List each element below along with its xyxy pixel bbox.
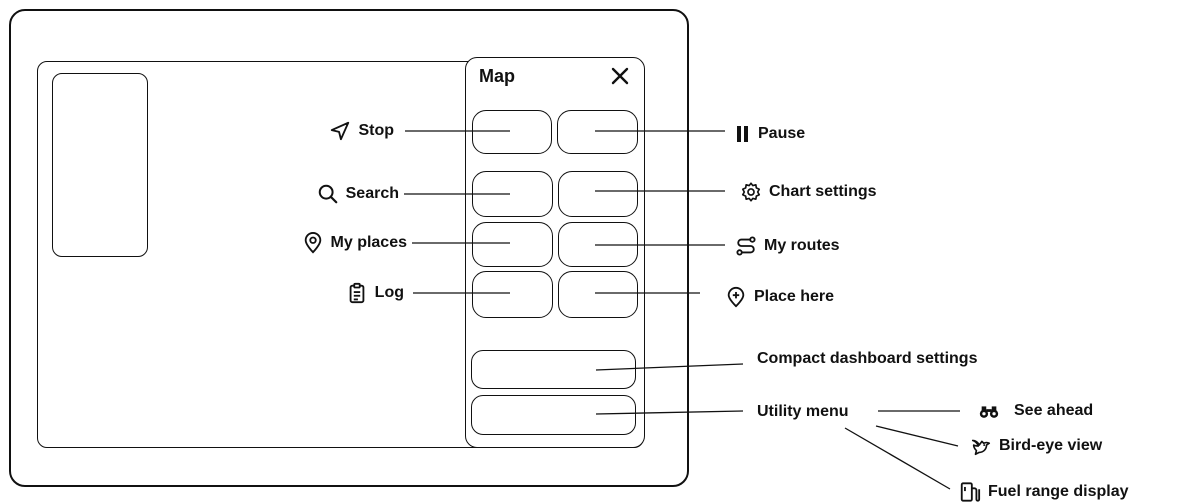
close-icon[interactable] [608, 64, 632, 88]
pause-icon [735, 123, 751, 145]
search-icon [317, 183, 339, 205]
location-pin-icon [302, 232, 324, 254]
my-places-label: My places [302, 232, 407, 254]
bird-icon [970, 435, 992, 457]
pause-label: Pause [735, 123, 805, 145]
clipboard-icon [346, 282, 368, 304]
fuel-range-display-label: Fuel range display [959, 481, 1128, 503]
place-here-label: Place here [725, 286, 834, 308]
chart-settings-button[interactable] [558, 171, 638, 217]
compact-dashboard-settings-label: Compact dashboard settings [757, 350, 978, 367]
my-routes-label: My routes [735, 235, 840, 257]
my-routes-button[interactable] [558, 222, 638, 267]
my-places-button[interactable] [472, 222, 553, 267]
stop-button[interactable] [472, 110, 552, 154]
route-icon [735, 235, 757, 257]
log-button[interactable] [472, 271, 553, 318]
panel-title: Map [479, 66, 515, 86]
search-button[interactable] [472, 171, 553, 217]
compact-dashboard-settings-button[interactable] [471, 350, 636, 389]
device-frame [9, 9, 689, 487]
gear-icon [740, 181, 762, 203]
chart-settings-label: Chart settings [740, 181, 877, 203]
utility-menu-button[interactable] [471, 395, 636, 435]
search-label: Search [317, 183, 399, 205]
place-here-button[interactable] [558, 271, 638, 318]
bird-eye-view-label: Bird-eye view [970, 435, 1102, 457]
pause-button[interactable] [557, 110, 638, 154]
stop-label: Stop [329, 120, 394, 142]
binoculars-icon [978, 400, 1000, 422]
add-place-icon [725, 286, 747, 308]
navigation-arrow-icon [329, 120, 351, 142]
utility-menu-label: Utility menu [757, 403, 849, 420]
fuel-pump-icon [959, 481, 981, 503]
side-widget-placeholder [52, 73, 148, 257]
log-label: Log [346, 282, 404, 304]
see-ahead-label: See ahead [978, 400, 1093, 422]
